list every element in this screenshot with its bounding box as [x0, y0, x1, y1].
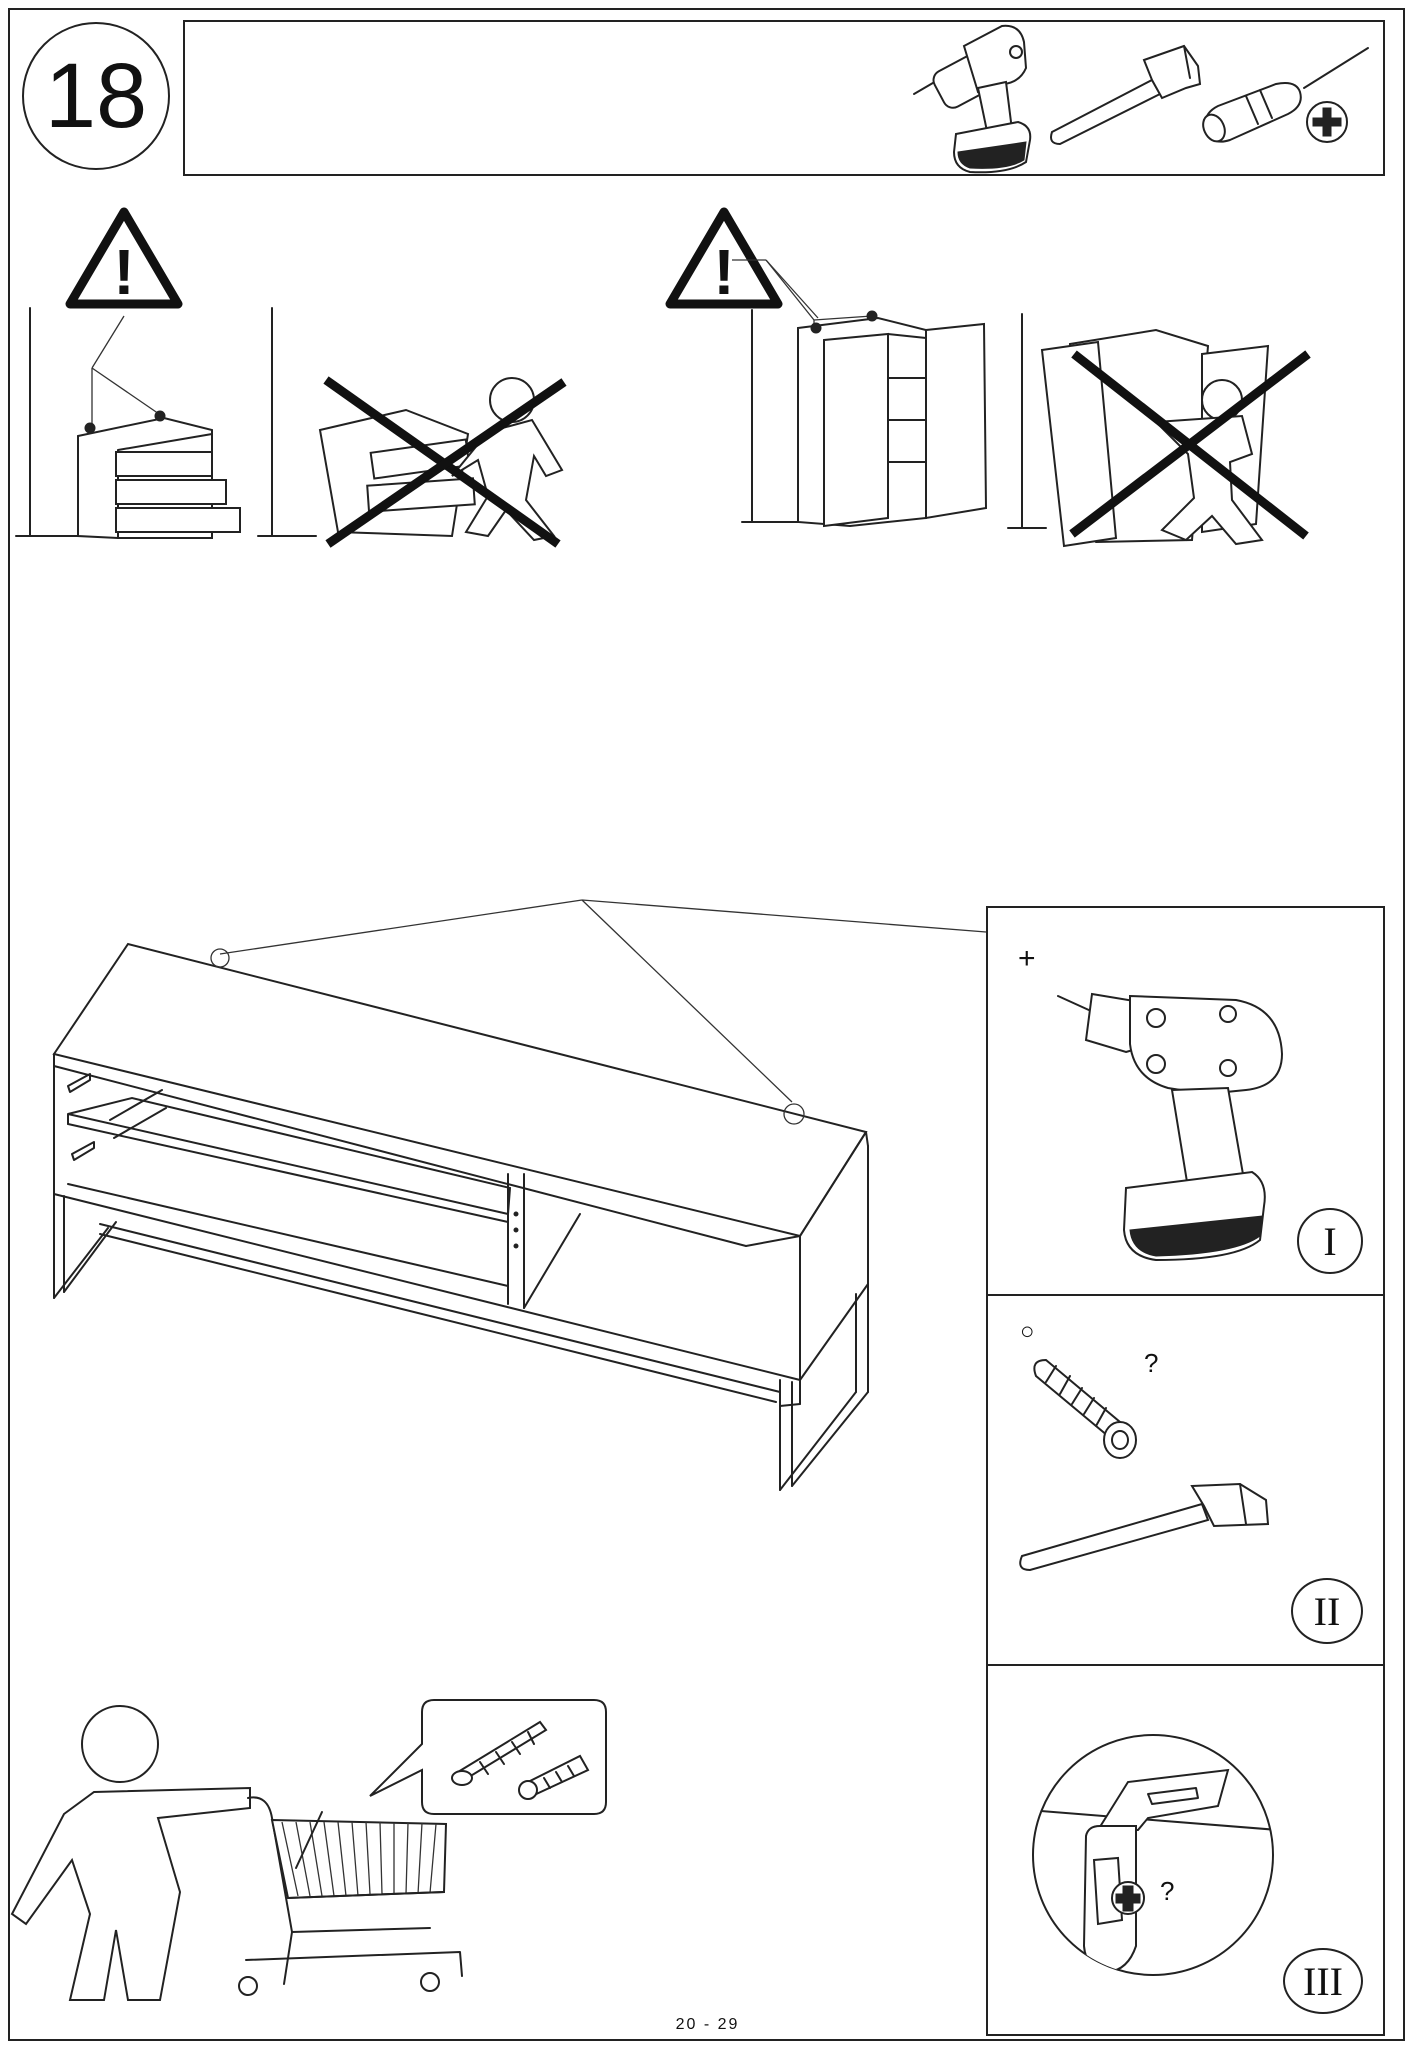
plug-question: ?: [1144, 1348, 1159, 1378]
tools-header: [183, 20, 1385, 176]
anchored-wardrobe-illustration: [732, 259, 988, 528]
anchored-dresser-illustration: [15, 307, 241, 539]
wall-plug-and-hammer-icon: [1019, 1358, 1270, 1572]
screw-question: ?: [1160, 1876, 1175, 1906]
cordless-drill-icon: [913, 24, 1032, 174]
phillips-head-icon: [1306, 101, 1348, 143]
panel-label-III: III: [1283, 1948, 1363, 2014]
panel-label-text: I: [1323, 1218, 1337, 1264]
plug-mark: ○: [1020, 1318, 1035, 1345]
warning-triangle-icon: !: [65, 207, 183, 309]
detail-panel-III: ? III: [988, 1666, 1383, 2034]
detail-panel-II: ○ ? II: [988, 1296, 1383, 1666]
screwdriver-icon: [1202, 47, 1369, 143]
tipping-wardrobe-illustration: [1007, 313, 1311, 548]
page-number: 20 - 29: [675, 2016, 740, 2033]
drill-icon: [1057, 992, 1284, 1262]
page-frame: [8, 8, 1405, 2041]
tipping-dresser-illustration: [257, 307, 567, 548]
tv-unit-illustration: [52, 899, 987, 1491]
shopping-cart-icon: [238, 1796, 463, 1996]
detail-panel-I: + I: [988, 908, 1383, 1296]
step-number: 18: [44, 45, 148, 147]
step-number-badge: 18: [22, 22, 170, 170]
panel-label-II: II: [1291, 1578, 1363, 1644]
screw-and-plug-icon: [451, 1720, 590, 1800]
panel-label-text: III: [1303, 1958, 1343, 2004]
hammer-icon: [1050, 44, 1202, 146]
panel-label-I: I: [1297, 1208, 1363, 1274]
drill-mark: +: [1018, 942, 1036, 975]
warning-symbol: !: [713, 236, 734, 308]
person-with-cart-illustration: [10, 1699, 607, 2001]
detail-panels: + I ○ ? II: [986, 906, 1385, 2036]
warning-triangle-icon: !: [665, 207, 783, 309]
wall-bracket-screw-icon: [1032, 1734, 1274, 1976]
warning-symbol: !: [113, 236, 134, 308]
panel-label-text: II: [1313, 1588, 1341, 1634]
